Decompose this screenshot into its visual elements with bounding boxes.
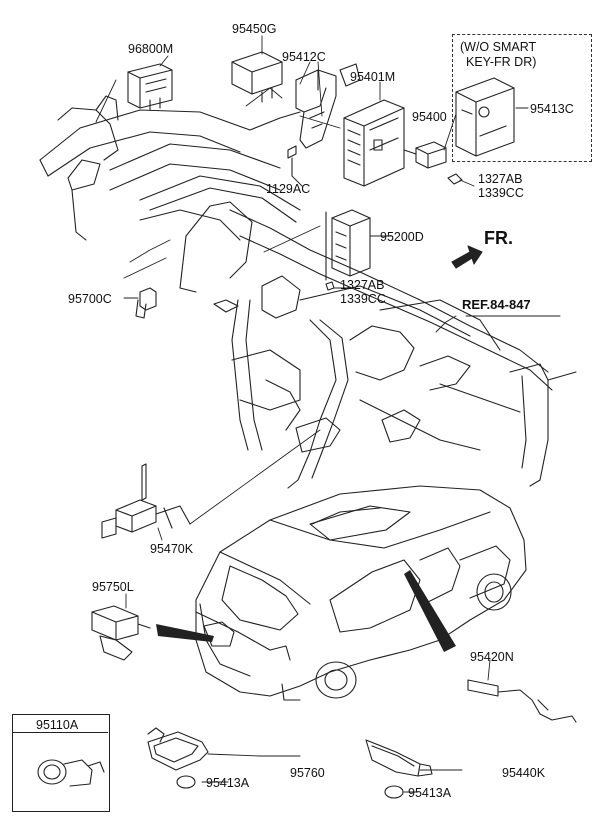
bracket-95412c-drawing	[295, 63, 361, 149]
part-number-95420n: 95420N	[470, 650, 514, 664]
part-number-95470k: 95470K	[150, 542, 194, 556]
lock-95110a-drawing	[37, 759, 105, 787]
reference-label: REF.84-847	[462, 297, 531, 312]
module-95401m-drawing	[343, 99, 405, 187]
front-direction-label: FR.	[484, 228, 513, 248]
nut-1327ab-drawing	[447, 173, 463, 185]
part-number-95450g: 95450G	[232, 22, 277, 36]
cowl-crossbar-drawing	[39, 95, 577, 489]
part-number-95700c: 95700C	[68, 292, 112, 306]
part-number-1339cc-lower: 1339CC	[340, 292, 386, 306]
callout-wedges	[156, 570, 456, 652]
part-number-95200d: 95200D	[380, 230, 424, 244]
part-95750l-drawing	[91, 605, 151, 661]
module-95413c-drawing	[455, 77, 515, 157]
vehicle-drawing	[195, 485, 527, 701]
part-number-1327ab-upper: 1327AB	[478, 172, 523, 186]
front-arrow-drawing	[451, 245, 483, 269]
module-95400-drawing	[403, 141, 447, 169]
part-number-96800m: 96800M	[128, 42, 174, 56]
part-number-95412c: 95412C	[282, 50, 326, 64]
part-number-95413c: 95413C	[530, 102, 574, 116]
smartkey-95440k-drawing	[365, 739, 433, 799]
part-number-95413a-left: 95413A	[206, 776, 250, 790]
module-96800m-drawing	[127, 63, 173, 111]
connector-95470k-drawing	[101, 463, 191, 539]
part-number-1129ac: 1129AC	[266, 182, 311, 196]
part-number-1327ab-lower: 1327AB	[340, 278, 385, 292]
keyfob-95760-drawing	[147, 727, 209, 789]
part-number-95760: 95760	[290, 766, 325, 780]
part-number-95413a-right: 95413A	[408, 786, 452, 800]
part-number-95440k: 95440K	[502, 766, 546, 780]
part-number-95400: 95400	[412, 110, 447, 124]
leader-lines	[95, 35, 561, 793]
antenna-95420n-drawing	[467, 679, 577, 723]
screw-1129ac-drawing	[287, 145, 297, 177]
part-number-95401m: 95401M	[350, 70, 396, 84]
switch-95700c-drawing	[135, 287, 157, 319]
part-number-1339cc-upper: 1339CC	[478, 186, 524, 200]
lock-cylinder-header-line	[12, 732, 108, 733]
wo-smart-text-line2: KEY-FR DR)	[466, 55, 537, 69]
wo-smart-text-line1: (W/O SMART	[460, 40, 537, 54]
part-number-95750l: 95750L	[92, 580, 134, 594]
part-number-95110a: 95110A	[36, 718, 79, 732]
wo-smart-key-box	[452, 34, 592, 162]
module-95200d-drawing	[325, 209, 371, 291]
lock-cylinder-box	[12, 714, 110, 812]
module-95450g-drawing	[231, 51, 283, 103]
